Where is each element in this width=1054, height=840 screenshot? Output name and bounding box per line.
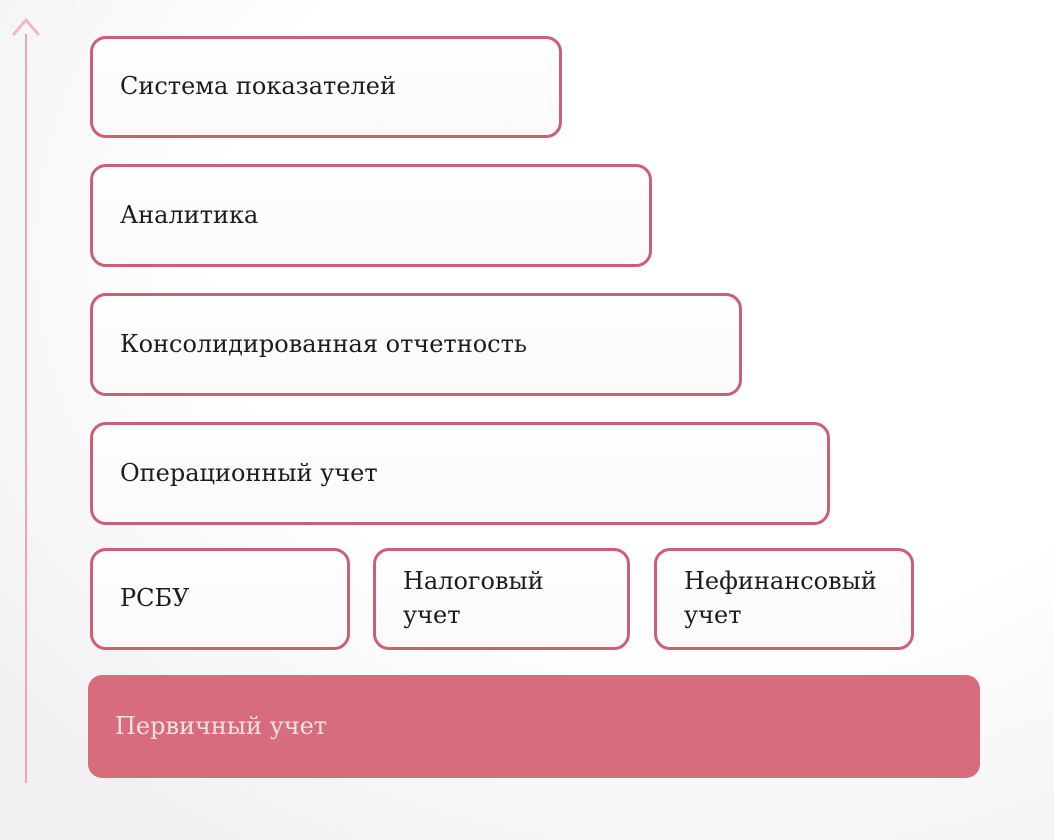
box-label: Консолидированная отчетность: [120, 329, 527, 358]
box-label: Операционный учет: [120, 458, 378, 487]
box-rsbu: РСБУ: [90, 548, 350, 650]
box-analytics: Аналитика: [90, 164, 652, 267]
box-label: Система показателей: [120, 72, 396, 101]
box-nonfinancial-accounting: Нефинансовый учет: [654, 548, 914, 650]
up-arrow-icon: [0, 0, 60, 800]
box-tax-accounting: Налоговый учет: [373, 548, 630, 650]
box-label: Аналитика: [120, 200, 259, 229]
box-consolidated-reporting: Консолидированная отчетность: [90, 293, 742, 396]
box-indicator-system: Система показателей: [90, 36, 562, 138]
box-label: Первичный учет: [115, 711, 328, 740]
box-label: Налоговый учет: [403, 567, 544, 629]
box-label: РСБУ: [120, 584, 190, 613]
box-primary-accounting: Первичный учет: [88, 675, 980, 778]
box-operational-accounting: Операционный учет: [90, 422, 830, 525]
box-label: Нефинансовый учет: [684, 567, 877, 629]
